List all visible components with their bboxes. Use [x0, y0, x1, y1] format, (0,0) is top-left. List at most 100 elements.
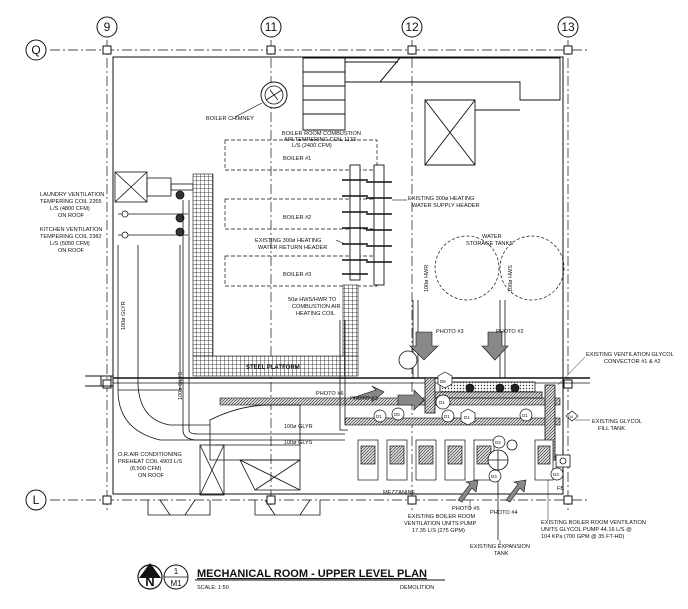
svg-text:TANK: TANK	[494, 551, 509, 557]
svg-text:17.35 L/S (275 GPM): 17.35 L/S (275 GPM)	[412, 528, 465, 534]
svg-text:9: 9	[104, 20, 111, 34]
svg-text:AIR TEMPERING COIL 1133: AIR TEMPERING COIL 1133	[284, 137, 356, 143]
svg-text:PREHEAT COIL 4903 L/S: PREHEAT COIL 4903 L/S	[118, 459, 183, 465]
svg-text:MECHANICAL ROOM - UPPER LEVEL: MECHANICAL ROOM - UPPER LEVEL PLAN	[197, 568, 427, 580]
pump-row	[357, 439, 554, 481]
svg-text:HEATING COIL: HEATING COIL	[296, 311, 335, 317]
svg-text:13: 13	[561, 20, 575, 34]
svg-text:11: 11	[265, 20, 278, 34]
svg-text:PHOTO #4: PHOTO #4	[490, 510, 518, 516]
svg-text:104 KPa (700 GPM @ 35 FT-HD): 104 KPa (700 GPM @ 35 FT-HD)	[541, 534, 625, 540]
glycol-convectors	[424, 377, 556, 461]
svg-text:N: N	[145, 574, 154, 589]
svg-text:STEEL PLATFORM: STEEL PLATFORM	[246, 365, 300, 371]
svg-text:D3: D3	[553, 472, 559, 477]
svg-text:D6: D6	[440, 379, 446, 384]
svg-text:D1: D1	[376, 414, 382, 419]
grid-bubble-9: 9	[96, 16, 118, 38]
steel-platform	[192, 173, 359, 377]
grid-bubble-Q: Q	[25, 39, 47, 61]
svg-text:ON ROOF: ON ROOF	[58, 213, 85, 219]
svg-text:CONVECTOR #1 & #2: CONVECTOR #1 & #2	[604, 359, 660, 365]
svg-text:PHOTO #2: PHOTO #2	[496, 329, 524, 335]
svg-text:Q: Q	[31, 43, 40, 57]
boiler-outlines	[224, 139, 378, 287]
svg-text:100ø GLYR: 100ø GLYR	[284, 424, 313, 430]
svg-text:BOILER #3: BOILER #3	[283, 272, 311, 278]
svg-text:WATER: WATER	[482, 234, 502, 240]
grid-bubble-11: 11	[260, 16, 282, 38]
svg-text:FILL TANK: FILL TANK	[598, 426, 625, 432]
svg-text:TEMPERING COIL 2265: TEMPERING COIL 2265	[40, 199, 102, 205]
svg-text:D1: D1	[439, 400, 445, 405]
grid-bubble-12: 12	[401, 16, 423, 38]
svg-text:MEZZANINE: MEZZANINE	[383, 490, 416, 496]
svg-text:BOILER ROOM COMBUSTION: BOILER ROOM COMBUSTION	[282, 131, 361, 137]
svg-text:EXISTING BOILER ROOM: EXISTING BOILER ROOM	[408, 514, 475, 520]
svg-text:PHOTO #6: PHOTO #6	[316, 391, 344, 397]
svg-text:PHOTO #5: PHOTO #5	[452, 506, 480, 512]
svg-text:EXISTING GLYCOL: EXISTING GLYCOL	[592, 419, 642, 425]
glycol-pipes-left	[182, 200, 345, 441]
building-walls	[85, 56, 590, 495]
svg-text:L/S (5050 CFM): L/S (5050 CFM)	[50, 241, 90, 247]
svg-text:1: 1	[174, 567, 179, 576]
svg-text:ON ROOF: ON ROOF	[138, 473, 165, 479]
svg-text:EXISTING BOILER ROOM VENTILATI: EXISTING BOILER ROOM VENTILATION	[541, 520, 646, 526]
svg-text:EXISTING 300ø HEATING: EXISTING 300ø HEATING	[408, 196, 474, 202]
svg-text:D1: D1	[522, 413, 528, 418]
svg-text:WATER RETURN HEADER: WATER RETURN HEADER	[258, 245, 327, 251]
svg-text:COMBUSTION AIR: COMBUSTION AIR	[292, 304, 340, 310]
svg-text:100ø GLYS: 100ø GLYS	[284, 440, 313, 446]
svg-text:PHOTO #1: PHOTO #1	[350, 396, 378, 402]
grid-bubble-L: L	[25, 489, 47, 511]
svg-text:O.R.AIR CONDITIONING: O.R.AIR CONDITIONING	[118, 452, 182, 458]
svg-text:EXISTING EXPANSION: EXISTING EXPANSION	[470, 544, 530, 550]
svg-text:LAUNDRY VENTILATION: LAUNDRY VENTILATION	[40, 192, 104, 198]
water-storage-tanks	[434, 235, 565, 301]
svg-text:50ø HWS/HWR TO: 50ø HWS/HWR TO	[288, 297, 337, 303]
svg-text:VENTILATION UNITS PUMP: VENTILATION UNITS PUMP	[404, 521, 477, 527]
title-block: N 1 M1 MECHANICAL ROOM - UPPER LEVEL PLA…	[137, 563, 445, 591]
svg-text:FB: FB	[557, 486, 564, 492]
svg-text:L/S (4800 CFM): L/S (4800 CFM)	[50, 206, 90, 212]
svg-text:UNITS GLYCOL PUMP 44.16 L/S @: UNITS GLYCOL PUMP 44.16 L/S @	[541, 527, 632, 533]
svg-text:DEMOLITION: DEMOLITION	[400, 585, 434, 591]
svg-text:100ø HWR: 100ø HWR	[424, 265, 430, 292]
svg-text:12: 12	[405, 20, 419, 34]
combustion-air-duct	[302, 57, 561, 166]
expansion-tank	[487, 439, 518, 540]
boiler-chimney	[234, 81, 288, 118]
svg-text:(8,500 CFM): (8,500 CFM)	[130, 466, 162, 472]
svg-text:M1: M1	[170, 579, 182, 588]
svg-text:BOILER #2: BOILER #2	[283, 215, 311, 221]
hws-50-pipe	[339, 320, 348, 431]
photo-arrows	[351, 331, 527, 503]
svg-text:L/S (2400 CFM): L/S (2400 CFM)	[292, 143, 332, 149]
svg-text:EXISTING VENTILATION GLYCOL: EXISTING VENTILATION GLYCOL	[586, 352, 674, 358]
leader-lines	[469, 356, 590, 545]
svg-text:D1: D1	[444, 414, 450, 419]
svg-text:ON ROOF: ON ROOF	[58, 248, 85, 254]
svg-text:TEMPERING COIL 2382: TEMPERING COIL 2382	[40, 234, 102, 240]
heating-headers	[335, 164, 407, 286]
svg-text:BOILER #1: BOILER #1	[283, 156, 311, 162]
svg-text:100ø HWS: 100ø HWS	[508, 265, 514, 292]
svg-text:WATER SUPPLY HEADER: WATER SUPPLY HEADER	[412, 203, 480, 209]
demolition-markers	[373, 371, 579, 483]
grid-bubble-13: 13	[557, 16, 579, 38]
svg-text:D2: D2	[495, 440, 501, 445]
svg-text:BOILER CHIMNEY: BOILER CHIMNEY	[206, 116, 254, 122]
fill-tank	[555, 454, 571, 468]
svg-text:100ø GLYR: 100ø GLYR	[121, 301, 127, 330]
roof-coils	[114, 171, 194, 239]
svg-text:STORAGE TANKS: STORAGE TANKS	[466, 241, 513, 247]
svg-text:D3: D3	[491, 474, 497, 479]
svg-text:SCALE: 1:50: SCALE: 1:50	[197, 585, 229, 591]
svg-text:PHOTO #3: PHOTO #3	[436, 329, 464, 335]
svg-text:EXISTING 300ø HEATING: EXISTING 300ø HEATING	[255, 238, 321, 244]
structural-columns	[102, 45, 573, 505]
left-air-duct	[117, 245, 210, 441]
svg-text:D4: D4	[568, 414, 574, 419]
